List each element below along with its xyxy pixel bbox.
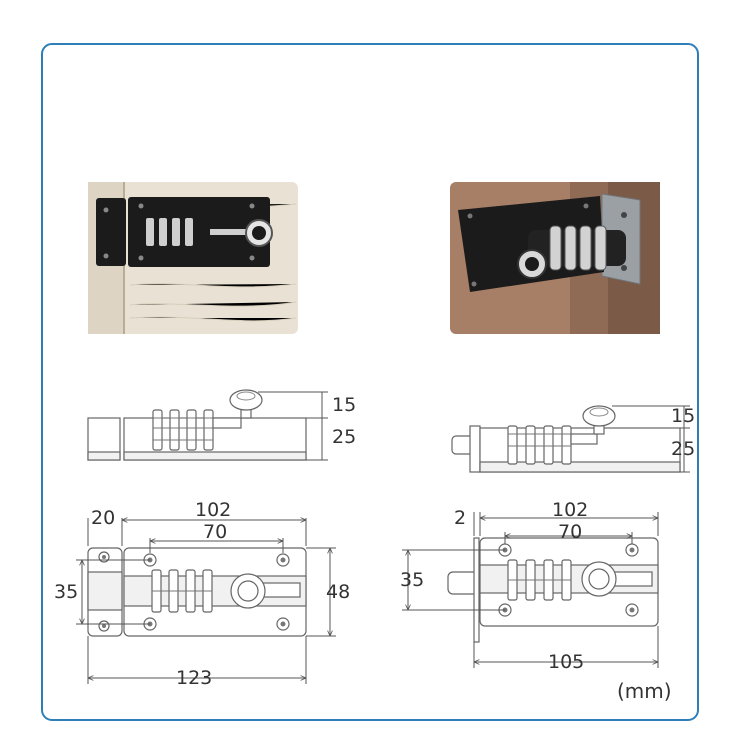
unit-label: (mm) xyxy=(617,679,672,703)
front-left-dim-35: 35 xyxy=(54,581,78,603)
front-right-dim-70: 70 xyxy=(558,521,582,543)
front-left-dim-102: 102 xyxy=(195,499,231,521)
front-view-right: 2 102 70 35 105 xyxy=(400,499,659,673)
front-left-dim-123: 123 xyxy=(176,667,212,689)
outer-frame xyxy=(41,43,699,721)
front-right-dim-105: 105 xyxy=(548,651,584,673)
front-left-dim-20: 20 xyxy=(91,507,115,529)
side-right-dim-25: 25 xyxy=(671,438,695,460)
front-right-dim-2: 2 xyxy=(454,507,466,529)
side-view-right: 15 25 xyxy=(451,405,695,473)
photo-right xyxy=(450,182,660,334)
side-left-dim-15: 15 xyxy=(332,394,356,416)
front-right-dim-102: 102 xyxy=(552,499,588,521)
front-right-dim-35: 35 xyxy=(400,569,424,591)
front-left-dim-48: 48 xyxy=(326,581,350,603)
front-left-dim-70: 70 xyxy=(203,521,227,543)
photo-left xyxy=(88,182,298,334)
front-view-left: 20 102 70 35 48 123 xyxy=(54,499,350,689)
side-right-dim-15: 15 xyxy=(671,405,695,427)
side-left-dim-25: 25 xyxy=(332,426,356,448)
side-view-left: 15 25 xyxy=(87,389,356,461)
